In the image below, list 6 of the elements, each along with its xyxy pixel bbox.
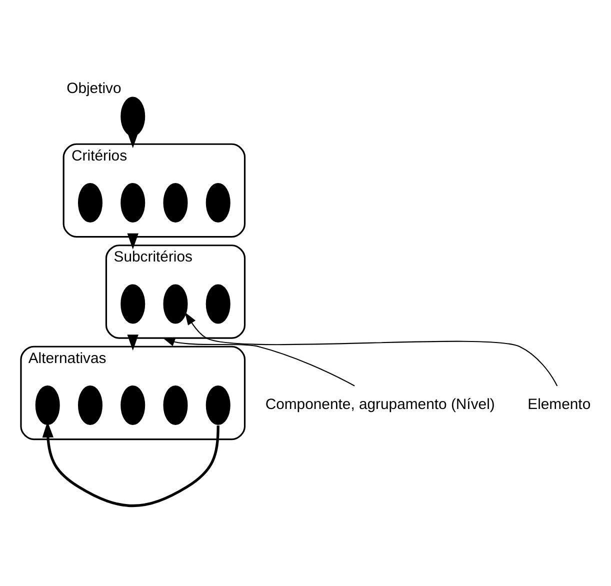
node-label: Subcritérios bbox=[114, 249, 192, 266]
node-label: Alternativas bbox=[28, 350, 106, 366]
node-text: Elemento bbox=[528, 396, 591, 413]
node-text: Componente, agrupamento (Nível) bbox=[265, 396, 495, 413]
node-label: Objetivo bbox=[66, 80, 122, 97]
node-label: Critérios bbox=[72, 148, 128, 164]
